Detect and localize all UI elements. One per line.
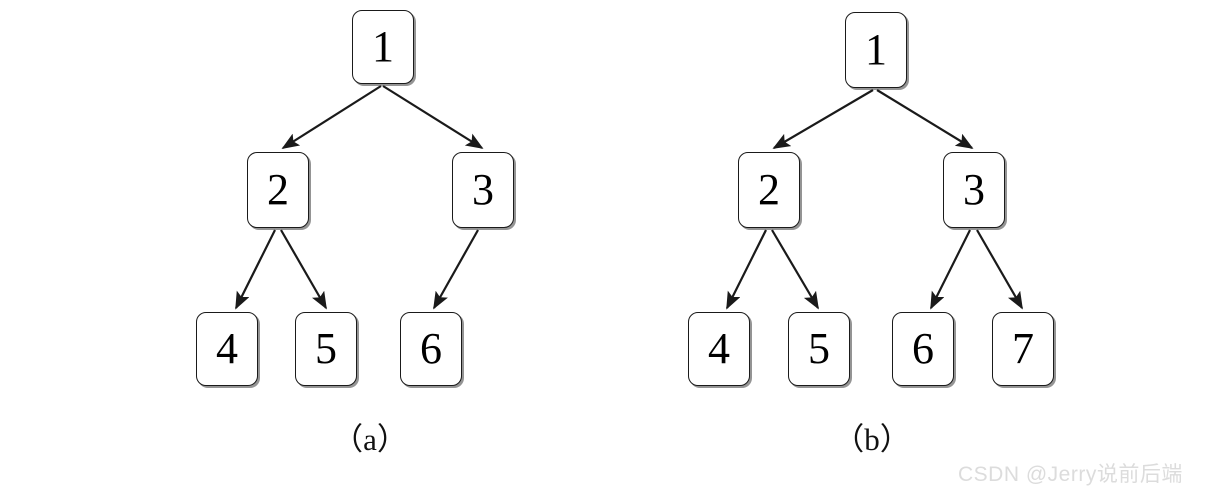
- tree-node-b2[interactable]: 2: [738, 152, 800, 228]
- tree-edge-a1-a2: [281, 85, 382, 149]
- tree-node-a2[interactable]: 2: [247, 152, 309, 228]
- tree-node-a1[interactable]: 1: [352, 10, 414, 84]
- tree-edge-b1-b3: [876, 89, 974, 149]
- figure-label-b: （b）: [833, 422, 911, 457]
- tree-edge-a3-a6: [433, 229, 479, 310]
- tree-edge-b2-b5: [771, 229, 819, 310]
- tree-node-b1[interactable]: 1: [845, 12, 907, 88]
- figure-label-a: （a）: [332, 422, 408, 457]
- tree-node-a4[interactable]: 4: [196, 312, 258, 386]
- tree-node-a6[interactable]: 6: [400, 312, 462, 386]
- tree-edge-b2-b4: [726, 229, 767, 310]
- tree-node-b3[interactable]: 3: [943, 152, 1005, 228]
- tree-node-b4[interactable]: 4: [688, 312, 750, 386]
- tree-edge-a2-a5: [280, 229, 327, 310]
- tree-edge-a2-a4: [235, 229, 276, 310]
- tree-node-b7[interactable]: 7: [992, 312, 1054, 386]
- tree-node-a3[interactable]: 3: [452, 152, 514, 228]
- tree-edge-b3-b7: [976, 229, 1023, 310]
- tree-edge-b3-b6: [930, 229, 971, 310]
- tree-node-b6[interactable]: 6: [892, 312, 954, 386]
- tree-node-a5[interactable]: 5: [295, 312, 357, 386]
- csdn-watermark: CSDN @Jerry说前后端: [958, 463, 1183, 486]
- tree-edge-a1-a3: [382, 85, 484, 149]
- tree-node-b5[interactable]: 5: [788, 312, 850, 386]
- tree-edge-b1-b2: [772, 89, 874, 149]
